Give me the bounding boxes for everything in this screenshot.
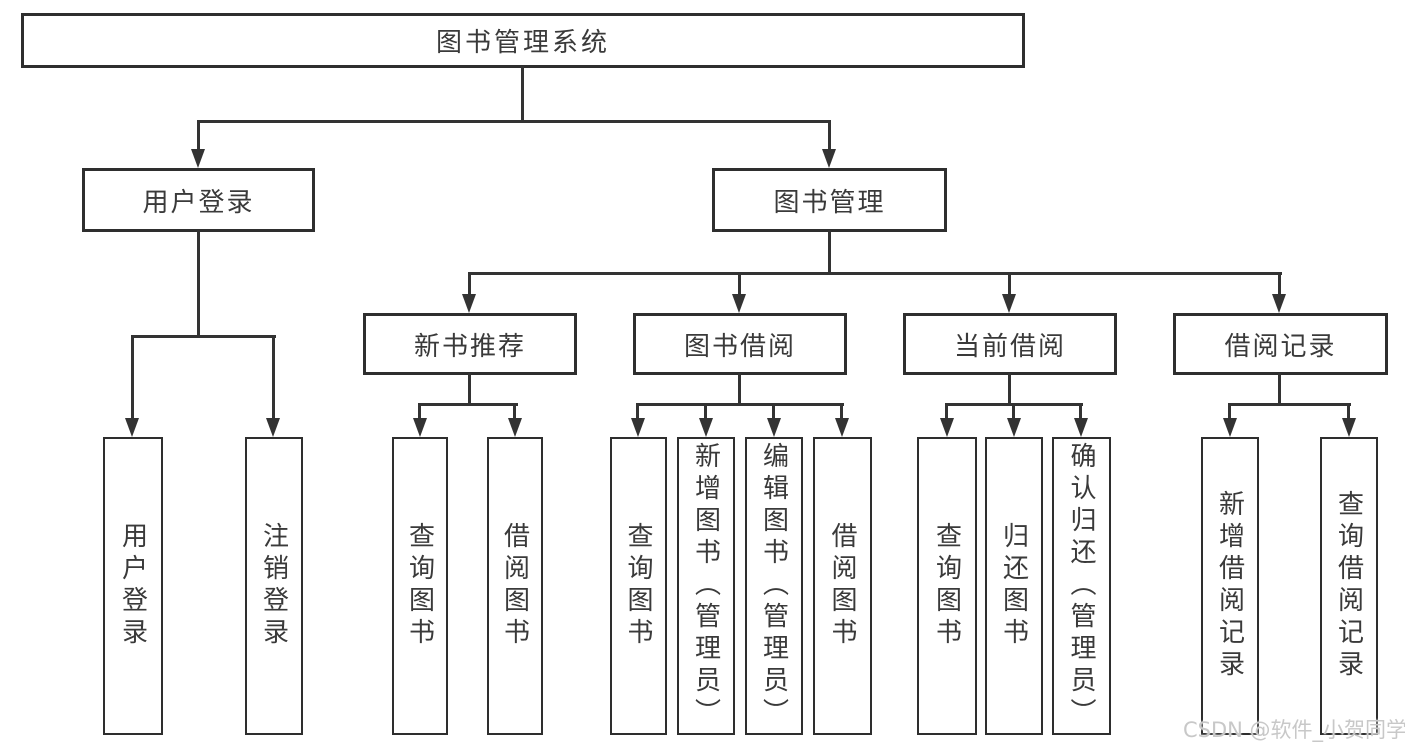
node-library-management-system: 图书管理系统: [21, 13, 1025, 68]
connector-to-book-borrow: [738, 272, 741, 297]
connector-to-leaf-user-login: [131, 335, 134, 420]
leaf-add-book-admin: 新增图书（管理员）: [677, 437, 735, 735]
arrowhead-icon: [125, 418, 139, 437]
node-label: 当前借阅: [953, 331, 1066, 362]
node-borrow-records: 借阅记录: [1173, 313, 1388, 375]
connector-leaf: [1228, 403, 1231, 420]
arrowhead-icon: [631, 418, 645, 437]
leaf-label: 新增借阅记录: [1214, 490, 1245, 682]
connector-leaf: [418, 403, 421, 420]
connector-user-login-bar: [131, 335, 276, 338]
arrowhead-icon: [732, 294, 746, 313]
node-book-management: 图书管理: [712, 168, 947, 232]
leaf-edit-book-admin: 编辑图书（管理员）: [745, 437, 803, 735]
leaf-label: 查询图书: [931, 522, 962, 650]
arrowhead-icon: [266, 418, 280, 437]
arrowhead-icon: [1007, 418, 1021, 437]
connector-book-mgmt-bar: [468, 272, 1282, 275]
connector-to-user-login: [197, 120, 200, 152]
leaf-label: 用户登录: [117, 522, 148, 650]
leaf-return-book: 归还图书: [985, 437, 1043, 735]
arrowhead-icon: [1342, 418, 1356, 437]
connector-book-borrow-bar: [636, 403, 844, 406]
node-new-book-recommend: 新书推荐: [363, 313, 577, 375]
arrowhead-icon: [767, 418, 781, 437]
leaf-query-book-borrow: 查询图书: [610, 437, 667, 735]
leaf-add-borrow-record: 新增借阅记录: [1201, 437, 1259, 735]
arrowhead-icon: [1002, 294, 1016, 313]
connector-leaf: [772, 403, 775, 420]
connector-book-mgmt-stem: [828, 230, 831, 275]
node-label: 新书推荐: [413, 331, 526, 362]
arrowhead-icon: [1272, 294, 1286, 313]
connector-leaf: [1012, 403, 1015, 420]
leaf-user-login: 用户登录: [103, 437, 163, 735]
leaf-label: 查询图书: [404, 522, 435, 650]
connector-borrow-records-bar: [1228, 403, 1351, 406]
arrowhead-icon: [699, 418, 713, 437]
connector-book-borrow-stem: [738, 373, 741, 405]
leaf-label: 查询图书: [623, 522, 653, 650]
connector-leaf: [704, 403, 707, 420]
node-label: 借阅记录: [1224, 331, 1337, 362]
connector-user-login-stem: [197, 230, 200, 335]
arrowhead-icon: [940, 418, 954, 437]
leaf-label: 借阅图书: [499, 522, 530, 650]
leaf-borrow-book-newrec: 借阅图书: [487, 437, 543, 735]
leaf-logout-login: 注销登录: [245, 437, 303, 735]
leaf-confirm-return-admin: 确认归还（管理员）: [1052, 437, 1111, 735]
connector-to-book-mgmt: [828, 120, 831, 152]
csdn-watermark: CSDN @软件_小贺同学: [1183, 718, 1405, 742]
leaf-label: 注销登录: [258, 522, 289, 650]
arrowhead-icon: [1223, 418, 1237, 437]
connector-borrow-records-stem: [1278, 373, 1281, 405]
node-label: 用户登录: [142, 187, 255, 218]
connector-leaf: [840, 403, 843, 420]
connector-new-book-stem: [468, 373, 471, 405]
arrowhead-icon: [835, 418, 849, 437]
connector-to-current-borrow: [1008, 272, 1011, 297]
leaf-query-book-current: 查询图书: [917, 437, 977, 735]
connector-to-new-book: [468, 272, 471, 297]
leaf-query-book-newrec: 查询图书: [392, 437, 448, 735]
arrowhead-icon: [1074, 418, 1088, 437]
leaf-query-borrow-record: 查询借阅记录: [1320, 437, 1378, 735]
connector-current-borrow-stem: [1008, 373, 1011, 405]
arrowhead-icon: [462, 294, 476, 313]
node-label: 图书借阅: [683, 331, 796, 362]
node-label: 图书管理系统: [435, 28, 610, 58]
arrowhead-icon: [508, 418, 522, 437]
connector-leaf: [1079, 403, 1082, 420]
connector-new-book-bar: [418, 403, 518, 406]
connector-root-stem: [521, 66, 524, 120]
leaf-label: 确认归还（管理员）: [1066, 442, 1096, 730]
arrowhead-icon: [413, 418, 427, 437]
connector-root-bar: [197, 120, 831, 123]
leaf-label: 编辑图书（管理员）: [758, 442, 789, 730]
node-book-borrow: 图书借阅: [633, 313, 847, 375]
connector-leaf: [513, 403, 516, 420]
connector-to-leaf-logout: [272, 335, 275, 420]
arrowhead-icon: [822, 149, 836, 168]
connector-to-borrow-records: [1278, 272, 1281, 297]
connector-leaf: [636, 403, 639, 420]
arrowhead-icon: [191, 149, 205, 168]
connector-leaf: [1347, 403, 1350, 420]
node-label: 图书管理: [773, 187, 886, 218]
leaf-label: 借阅图书: [827, 522, 857, 650]
node-current-borrow: 当前借阅: [903, 313, 1117, 375]
leaf-borrow-book: 借阅图书: [813, 437, 872, 735]
leaf-label: 新增图书（管理员）: [690, 442, 721, 730]
leaf-label: 查询借阅记录: [1333, 490, 1364, 682]
node-user-login: 用户登录: [82, 168, 315, 232]
leaf-label: 归还图书: [998, 522, 1029, 650]
connector-leaf: [945, 403, 948, 420]
